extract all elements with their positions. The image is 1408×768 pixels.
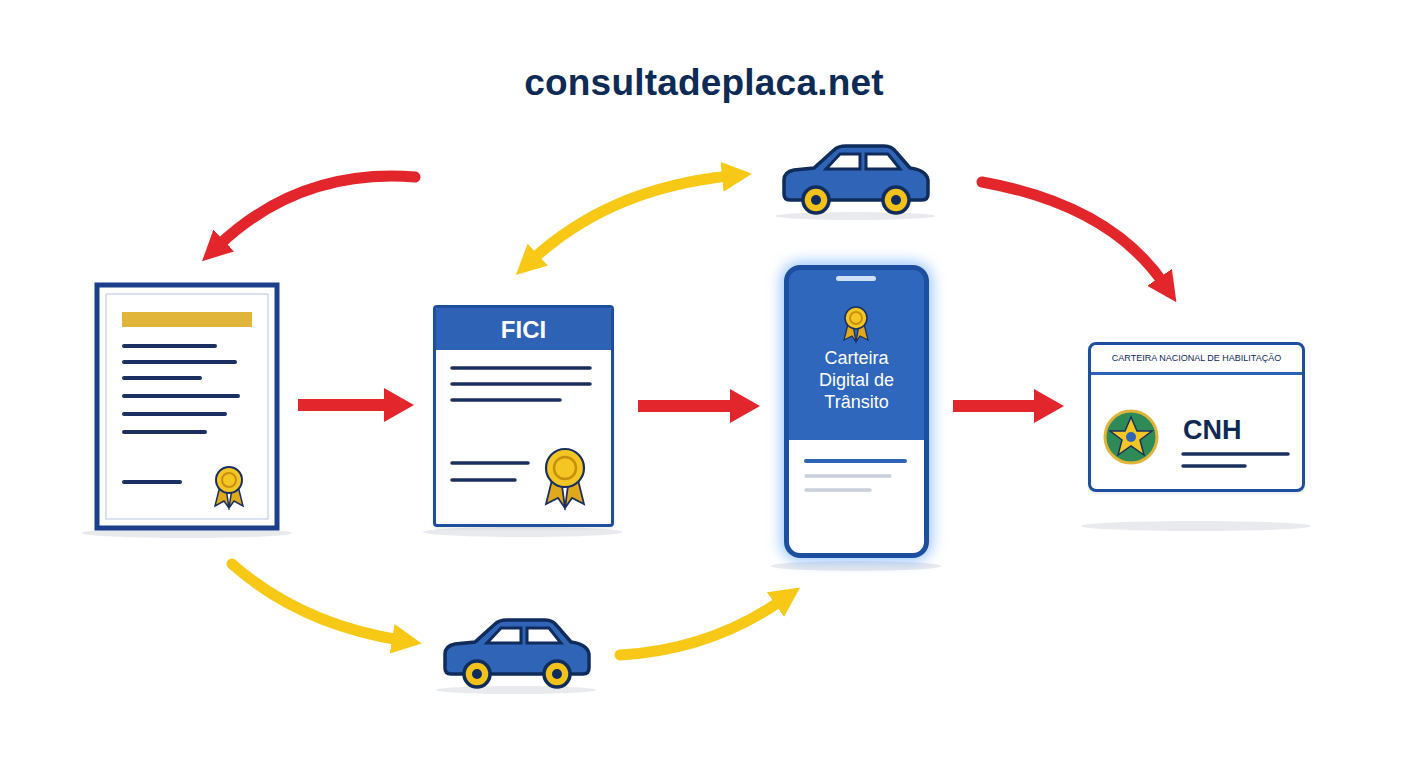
curved-arrow [232,564,400,640]
shadow [82,528,292,538]
document-frame [97,285,277,528]
card-node: FICI [433,305,614,527]
phone-node: Carteira Digital de Trânsito [784,265,929,558]
shadow [1081,521,1311,531]
seal-badge [844,307,868,342]
seal-badge [546,449,584,508]
flow-arrow [638,389,760,423]
phone-notch [836,276,876,281]
text-lines [452,368,590,480]
shadow [436,686,596,694]
node-label: FICI [436,308,611,350]
double-arrow [532,176,730,260]
ground-shadows [82,212,1311,694]
car-icon [784,146,928,213]
node-label: CNH [1183,415,1273,446]
seal-badge [215,467,243,508]
shadow [771,561,941,571]
car-icon [445,620,589,687]
text-lines [1183,454,1288,466]
text-lines [806,461,905,490]
document-inner [106,294,268,519]
document-icon [97,285,277,528]
flow-arrow [953,389,1064,423]
curved-arrow [620,600,782,655]
diagram-title: consultadeplaca.net [0,62,1408,104]
curved-arrow [982,182,1164,284]
shadow [423,527,623,537]
card-heading: CARTEIRA NACIONAL DE HABILITAÇÃO [1091,345,1302,375]
curved-arrow [218,176,415,246]
gold-bar [122,312,252,327]
node-label: Carteira Digital de Trânsito [806,347,907,413]
emblem-icon [1105,411,1157,463]
text-lines [124,346,238,482]
card-node: CARTEIRA NACIONAL DE HABILITAÇÃO CNH [1088,342,1305,492]
straight-arrow [298,388,414,422]
shadow [775,212,935,220]
